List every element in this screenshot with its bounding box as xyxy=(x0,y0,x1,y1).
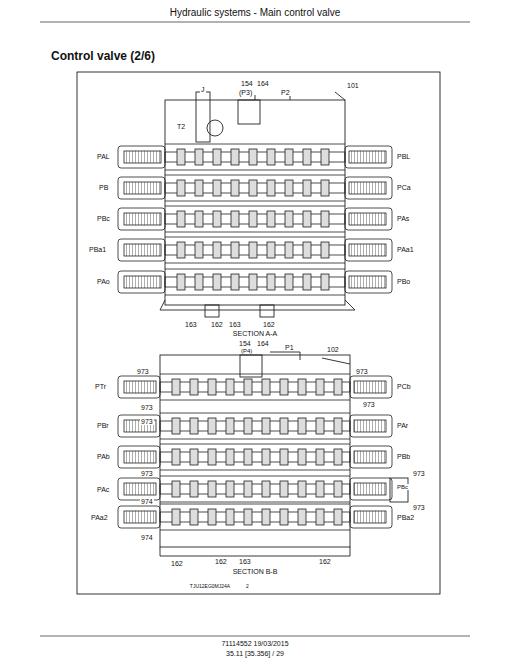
callout-number: 973 xyxy=(140,404,154,411)
pilot-port: PB xyxy=(98,184,109,191)
pilot-port: PCb xyxy=(396,383,412,390)
pilot-port: PAc xyxy=(96,486,110,493)
callout-number: 973 xyxy=(412,504,426,511)
pilot-port: PAs xyxy=(396,215,410,222)
pilot-port: PBc xyxy=(396,484,409,490)
callout-number: 973 xyxy=(140,418,154,425)
callout-number: 163 xyxy=(228,321,242,328)
callout-letter: J xyxy=(200,86,206,93)
footer-doc: 71114552 19/03/2015 xyxy=(220,640,289,647)
port-name: T2 xyxy=(176,123,186,130)
spool xyxy=(118,374,392,400)
figure-code: TJU12EG0MJ24A xyxy=(189,584,231,589)
spool xyxy=(118,175,392,201)
figure-frame xyxy=(77,72,440,594)
callout-number: 154 xyxy=(240,80,254,87)
pilot-port: PAL xyxy=(96,153,111,160)
spool xyxy=(118,206,392,232)
pilot-port: PTr xyxy=(94,383,107,390)
footer-page: 35.11 [35.356] / 29 xyxy=(225,650,285,657)
spool xyxy=(118,413,392,439)
port-name: (P3) xyxy=(238,89,253,96)
callout-number: 163 xyxy=(238,558,252,565)
figure-number: 2 xyxy=(245,584,250,589)
pilot-port: PBr xyxy=(96,422,110,429)
pilot-port: PBL xyxy=(396,153,411,160)
section-a-body xyxy=(160,92,355,317)
pilot-port: PBa2 xyxy=(396,514,415,521)
callout-number: 163 xyxy=(184,321,198,328)
section-label: SECTION B-B xyxy=(232,568,279,575)
callout-number: 974 xyxy=(140,498,154,505)
spool xyxy=(118,504,392,530)
spool xyxy=(118,237,392,263)
port-name: P2 xyxy=(280,89,291,96)
callout-number: 973 xyxy=(136,368,150,375)
callout-number: 974 xyxy=(140,534,154,541)
pilot-port: PBa1 xyxy=(88,246,107,253)
page-header: Hydraulic systems - Main control valve xyxy=(169,8,342,18)
callout-number: 164 xyxy=(256,80,270,87)
spool xyxy=(118,144,392,170)
section-b-body xyxy=(160,352,408,556)
callout-number: 102 xyxy=(326,346,340,353)
pilot-port: PAb xyxy=(96,453,111,460)
pilot-port: PAo xyxy=(96,278,111,285)
pilot-port: PAa2 xyxy=(90,514,109,521)
spool xyxy=(118,476,392,502)
port-name: (P4) xyxy=(240,348,253,354)
callout-number: 162 xyxy=(262,321,276,328)
pilot-port: PAa1 xyxy=(396,246,415,253)
pilot-port: PBb xyxy=(396,453,411,460)
callout-number: 973 xyxy=(362,401,376,408)
footer-rule xyxy=(40,636,470,637)
port-name: P1 xyxy=(284,344,295,351)
header-rule xyxy=(40,22,470,23)
pilot-port: PBo xyxy=(396,278,411,285)
section-label: SECTION A-A xyxy=(232,330,278,337)
spool xyxy=(118,269,392,295)
callout-number: 973 xyxy=(140,470,154,477)
pilot-port: PCa xyxy=(396,184,412,191)
callout-number: 164 xyxy=(256,340,270,347)
callout-number: 973 xyxy=(412,470,426,477)
callout-number: 162 xyxy=(210,321,224,328)
callout-number: 162 xyxy=(214,558,228,565)
pilot-port: PAr xyxy=(396,422,409,429)
callout-number: 973 xyxy=(355,368,369,375)
callout-number: 154 xyxy=(238,340,252,347)
callout-number: 162 xyxy=(170,560,184,567)
callout-number: 162 xyxy=(318,558,332,565)
pilot-port: PBc xyxy=(96,215,111,222)
spool xyxy=(118,444,392,470)
page-title: Control valve (2/6) xyxy=(50,50,156,62)
callout-number: 101 xyxy=(346,82,360,89)
spool-rows xyxy=(118,144,392,530)
